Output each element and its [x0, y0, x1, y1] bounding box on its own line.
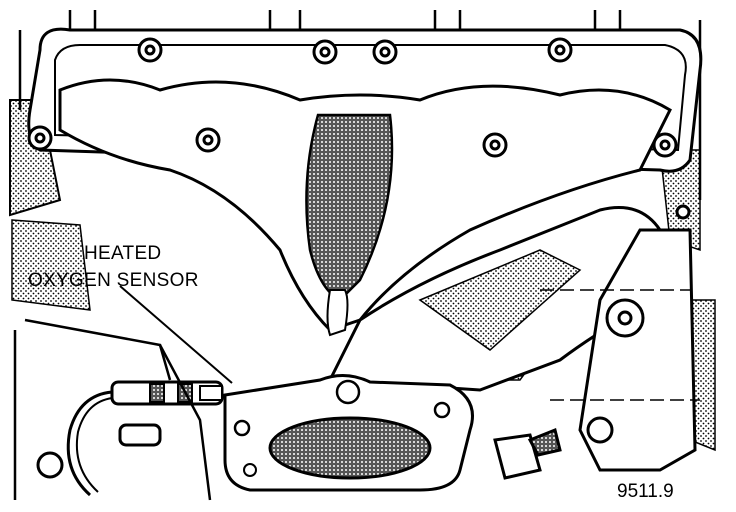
- figure-number: 9511.9: [617, 481, 674, 502]
- callout-label-heated: HEATED: [84, 243, 162, 264]
- manifold-bolts: [27, 37, 678, 158]
- outlet-flange: [223, 374, 474, 492]
- heated-oxygen-sensor: [36, 380, 224, 497]
- wire-connector: [493, 427, 562, 480]
- left-heat-shield: [13, 318, 212, 501]
- callout-leader-line: [119, 285, 233, 384]
- callout-label-oxygen-sensor: OXYGEN SENSOR: [28, 270, 199, 291]
- right-bracket: [540, 204, 700, 472]
